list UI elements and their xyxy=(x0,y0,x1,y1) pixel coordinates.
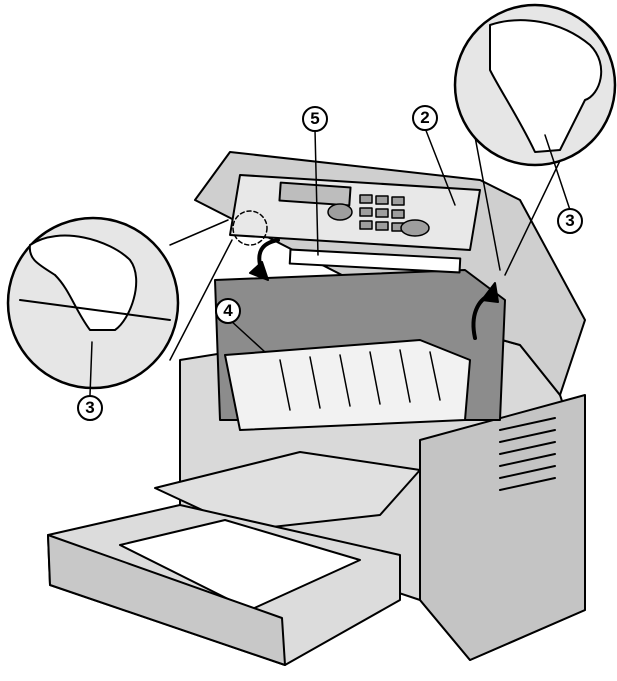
left-hand xyxy=(28,234,138,331)
lcd-display xyxy=(278,181,352,207)
callout-toner-cartridge: 4 xyxy=(215,298,241,324)
tray-front xyxy=(47,534,286,666)
callout-top-cover: 2 xyxy=(412,105,438,131)
toner-ribs xyxy=(279,349,441,411)
lever-highlight xyxy=(232,210,268,246)
callout-lever-right: 3 xyxy=(557,208,583,234)
paper-stack xyxy=(119,519,361,611)
toner-cartridge xyxy=(224,339,471,431)
left-zoom-line xyxy=(169,219,229,246)
side-vent xyxy=(499,417,556,491)
right-hand xyxy=(489,19,603,153)
drum-roller xyxy=(288,248,462,274)
side-panel xyxy=(419,394,586,661)
callout-drum-roller: 5 xyxy=(302,106,328,132)
callout-lever-left: 3 xyxy=(77,395,103,421)
keypad xyxy=(327,194,430,237)
